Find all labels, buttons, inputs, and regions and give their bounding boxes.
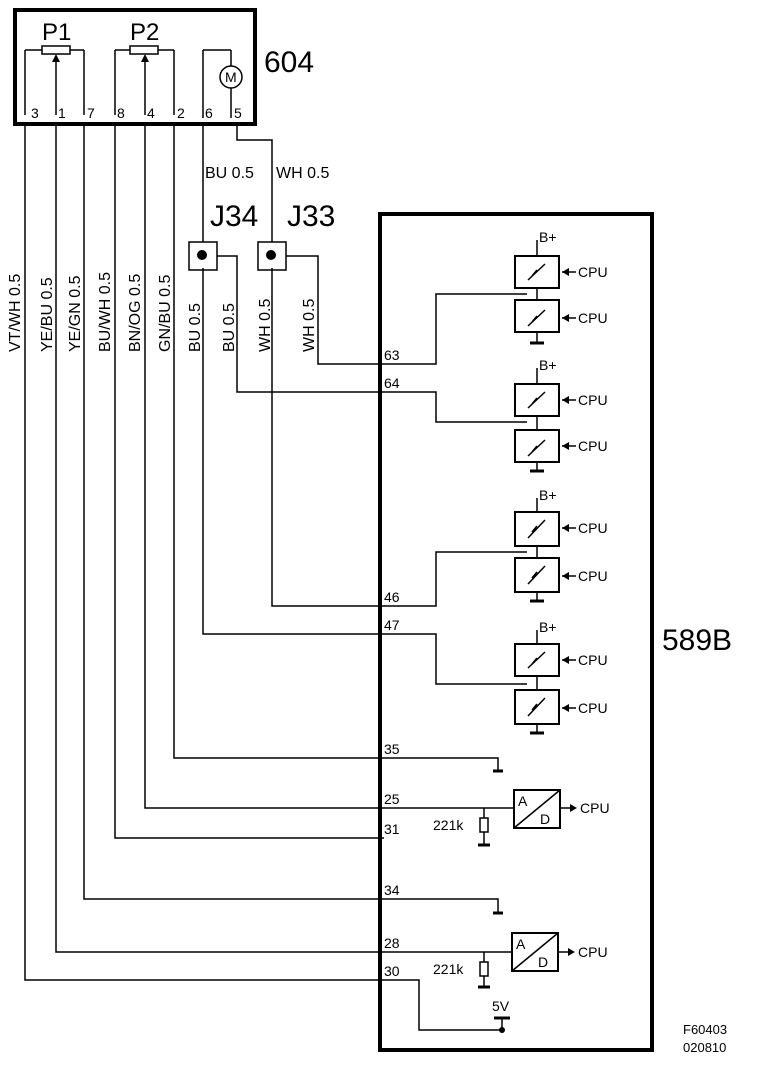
adc-a-label: A [516, 936, 526, 952]
supply-label: B+ [539, 357, 557, 373]
figure-date: 020810 [683, 1040, 726, 1055]
wire-pin1-to-28 [55, 124, 512, 953]
module-pin-28: 28 [384, 935, 400, 951]
supply-label: B+ [539, 619, 557, 635]
cpu-label: CPU [578, 310, 608, 326]
ref-voltage-5v: 5V [492, 998, 510, 1033]
cpu-label: CPU [578, 568, 608, 584]
resistor-label: 221k [433, 961, 464, 977]
module-pin-35: 35 [384, 741, 400, 757]
pin-604-4: 4 [147, 105, 155, 121]
cpu-label: CPU [578, 700, 608, 716]
wire-label-wh-2: WH 0.5 [301, 299, 318, 352]
pin-604-7: 7 [87, 105, 95, 121]
module-pin-30: 30 [384, 963, 400, 979]
switch-pair-1: B+ CPU CPU [514, 229, 608, 345]
wire-label-wh-1: WH 0.5 [257, 299, 274, 352]
pin-604-1: 1 [58, 105, 66, 121]
wire-label-wh-top: WH 0.5 [276, 165, 329, 182]
switch-pair-3: B+ CPU CPU [514, 487, 608, 603]
wire-pin4-to-25 [144, 124, 514, 809]
module-pin-63: 63 [384, 347, 400, 363]
potentiometer-p2: P2 [114, 19, 175, 115]
pot-p1-label: P1 [42, 19, 71, 46]
adc-d-label: D [540, 811, 550, 827]
supply-label: B+ [539, 487, 557, 503]
module-pin-34: 34 [384, 882, 400, 898]
wire-label-bn-og: BN/OG 0.5 [127, 274, 144, 352]
wire-label-vt-wh: VT/WH 0.5 [7, 274, 24, 352]
ref-voltage-label: 5V [492, 998, 510, 1014]
module-pin-31: 31 [384, 821, 400, 837]
pin-604-3: 3 [31, 105, 39, 121]
potentiometer-p1: P1 [24, 19, 85, 115]
connector-j33: J33 [257, 200, 335, 271]
adc-converter-1: A D CPU 221k [433, 789, 610, 847]
wire-j33-to-46 [271, 268, 527, 607]
connector-j34-label: J34 [210, 200, 258, 233]
component-589b-label: 589B [662, 624, 732, 657]
wire-label-ye-bu: YE/BU 0.5 [39, 277, 56, 352]
adc-d-label: D [538, 954, 548, 970]
wire-label-bu-top: BU 0.5 [205, 165, 254, 182]
switch-pair-4: B+ CPU CPU [514, 619, 608, 735]
component-604-box [13, 8, 257, 126]
cpu-label: CPU [578, 392, 608, 408]
adc-converter-2: A D CPU 221k [433, 932, 608, 989]
module-pin-64: 64 [384, 375, 400, 391]
wire-label-gn-bu: GN/BU 0.5 [157, 275, 174, 352]
adc-a-label: A [518, 793, 528, 809]
figure-code: F60403 [683, 1022, 727, 1037]
connector-j33-label: J33 [287, 200, 335, 233]
pot-p2-label: P2 [130, 19, 159, 46]
supply-label: B+ [539, 229, 557, 245]
wire-label-bu-2: BU 0.5 [221, 303, 238, 352]
module-pin-47: 47 [384, 617, 400, 633]
wire-label-bu-wh: BU/WH 0.5 [97, 272, 114, 352]
pin-604-8: 8 [117, 105, 125, 121]
wire-j33-to-63 [286, 255, 527, 365]
wire-pin7-to-34 [83, 124, 499, 912]
cpu-label: CPU [578, 264, 608, 280]
motor: M [202, 49, 243, 118]
cpu-label: CPU [578, 438, 608, 454]
cpu-label: CPU [578, 944, 608, 960]
component-589b-box [378, 212, 654, 1052]
wire-label-bu-1: BU 0.5 [187, 303, 204, 352]
component-604-label: 604 [264, 46, 314, 79]
cpu-label: CPU [580, 800, 610, 816]
switch-pair-2: B+ CPU CPU [514, 357, 608, 473]
cpu-label: CPU [578, 520, 608, 536]
motor-symbol: M [225, 69, 237, 85]
pin-604-2: 2 [177, 105, 185, 121]
wire-pin8-to-31 [114, 124, 384, 839]
connector-j34: J34 [188, 200, 258, 271]
wire-j34-to-64 [217, 255, 527, 423]
wire-label-ye-gn: YE/GN 0.5 [67, 275, 84, 352]
cpu-label: CPU [578, 652, 608, 668]
wire-pin3-to-30 [24, 124, 502, 1031]
wire-j34-to-47 [202, 268, 527, 685]
pin-604-5: 5 [234, 105, 242, 121]
wire-pin2-to-35 [173, 124, 499, 770]
module-pin-46: 46 [384, 589, 400, 605]
module-pin-25: 25 [384, 791, 400, 807]
pin-604-6: 6 [205, 105, 213, 121]
resistor-label: 221k [433, 817, 464, 833]
